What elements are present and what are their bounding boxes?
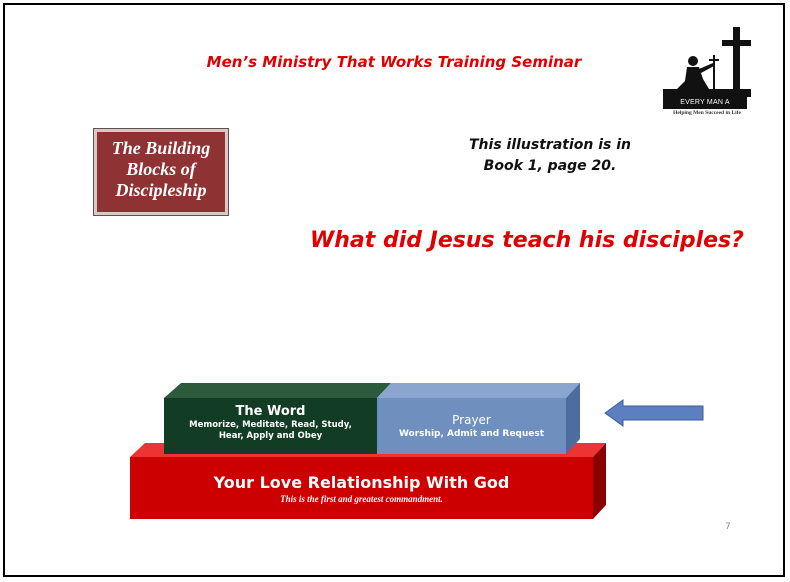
slide-header-title: Men’s Ministry That Works Training Semin… [206, 53, 582, 71]
title-box-line-2: Blocks of [126, 159, 196, 179]
prayer-block-title: Prayer [452, 413, 491, 427]
prayer-block-top [377, 383, 580, 398]
building-blocks-title-box: The Building Blocks of Discipleship [94, 129, 228, 215]
reference-line-1: This illustration is in [469, 137, 631, 153]
building-blocks-diagram [130, 383, 606, 519]
prayer-block-side [566, 383, 580, 454]
prayer-block-text: Prayer Worship, Admit and Request [377, 413, 566, 440]
word-block-front [164, 398, 377, 454]
title-box-line-3: Discipleship [115, 180, 207, 200]
word-block-title: The Word [235, 404, 306, 419]
reference-line-2: Book 1, page 20. [483, 158, 617, 174]
slide: Men’s Ministry That Works Training Semin… [3, 3, 785, 577]
prayer-block-front [377, 398, 566, 454]
foundation-block-subtitle: This is the first and greatest commandme… [280, 494, 443, 504]
foundation-block-side [593, 443, 606, 519]
page-number: 7 [725, 522, 731, 532]
question-heading: What did Jesus teach his disciples? [310, 228, 744, 253]
illustration-reference: This illustration is in Book 1, page 20. [445, 135, 655, 177]
word-block-top [164, 383, 391, 398]
foundation-block-text: Your Love Relationship With God This is … [130, 473, 593, 505]
logo-band-text: EVERY MAN A WARRIOR [663, 97, 747, 118]
title-box-line-1: The Building [111, 138, 211, 158]
word-block-line-2: Hear, Apply and Obey [218, 431, 323, 441]
foundation-block-front [130, 457, 593, 519]
word-block-line-1: Memorize, Meditate, Read, Study, [189, 420, 352, 430]
kneeling-warrior-cross-icon [663, 27, 751, 97]
left-arrow-icon [604, 399, 704, 427]
word-block-text: The Word Memorize, Meditate, Read, Study… [164, 404, 377, 442]
logo-tagline: Helping Men Succeed in Life [673, 110, 741, 116]
every-man-a-warrior-logo: EVERY MAN A WARRIOR Helping Men Succeed … [663, 23, 753, 118]
prayer-block-subtitle: Worship, Admit and Request [398, 429, 545, 439]
foundation-block-title: Your Love Relationship With God [213, 473, 510, 492]
